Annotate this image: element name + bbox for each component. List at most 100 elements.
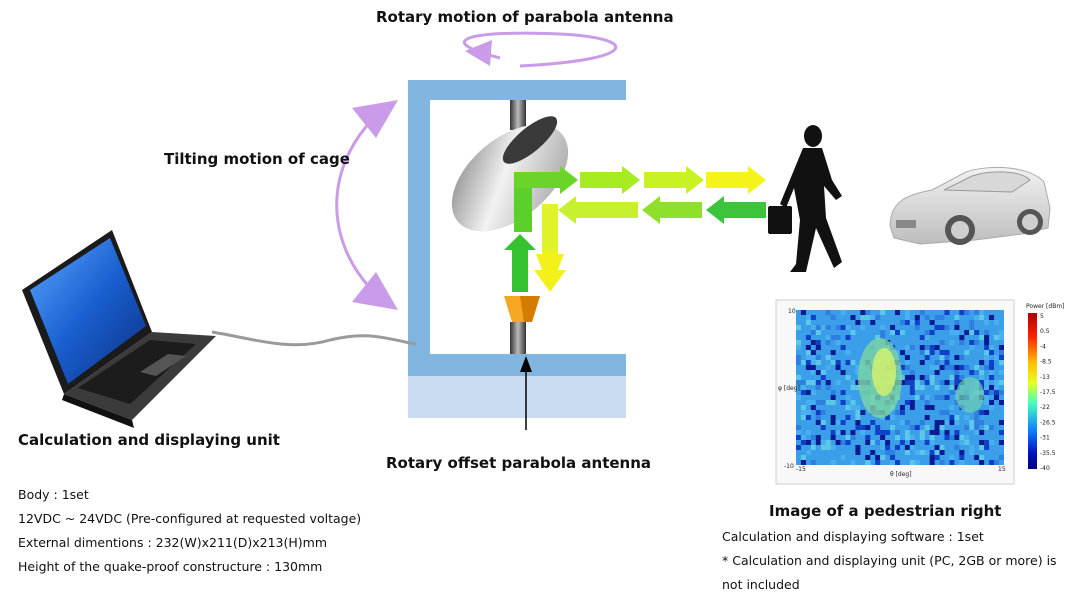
heatmap-cell [840, 370, 846, 375]
heatmap-cell [909, 445, 915, 450]
heatmap-cell [845, 360, 851, 365]
heatmap-cell [800, 310, 806, 315]
colorbar-tick-label: -8.5 [1040, 359, 1052, 366]
heatmap-cell [939, 425, 945, 430]
heatmap-cell [984, 350, 990, 355]
heatmap-cell [939, 340, 945, 345]
x-right-tick: 15 [998, 466, 1006, 473]
heatmap-cell [805, 450, 811, 455]
heatmap-cell [850, 400, 856, 405]
heatmap-cell [919, 335, 925, 340]
heatmap-cell [929, 455, 935, 460]
heatmap-cell [989, 425, 995, 430]
heatmap-cell [810, 445, 816, 450]
heatmap-cell [825, 310, 831, 315]
heatmap-cell [875, 455, 881, 460]
heatmap-cell [924, 400, 930, 405]
heatmap-cell [924, 330, 930, 335]
heatmap-cell [949, 405, 955, 410]
heatmap-cell [919, 420, 925, 425]
heatmap-cell [909, 425, 915, 430]
heatmap-cell [825, 365, 831, 370]
spec-right-line: * Calculation and displaying unit (PC, 2… [722, 553, 1057, 568]
heatmap-cell [880, 330, 886, 335]
heatmap-cell [989, 350, 995, 355]
heatmap-cell [929, 380, 935, 385]
heatmap-cell [904, 435, 910, 440]
heatmap-cell [875, 425, 881, 430]
heatmap-cell [825, 340, 831, 345]
heatmap-cell [954, 370, 960, 375]
laptop-cable [211, 330, 417, 347]
heatmap-cell [855, 410, 861, 415]
heatmap-cell [949, 415, 955, 420]
heatmap-cell [805, 350, 811, 355]
heatmap-cell [954, 420, 960, 425]
heatmap-cell [954, 380, 960, 385]
heatmap-cell [830, 445, 836, 450]
heatmap-cell [880, 445, 886, 450]
heatmap-cell [880, 440, 886, 445]
heatmap-cell [954, 415, 960, 420]
heatmap-cell [944, 420, 950, 425]
heatmap-cell [984, 390, 990, 395]
heatmap-cell [939, 365, 945, 370]
heatmap-cell [969, 445, 975, 450]
heatmap-cell [796, 430, 801, 435]
heatmap-cell [885, 450, 891, 455]
heatmap-cell [835, 335, 841, 340]
heatmap-cell [825, 355, 831, 360]
heatmap-cell [989, 370, 995, 375]
heatmap-cell [796, 435, 801, 440]
heatmap-cell [880, 335, 886, 340]
heatmap-cell [914, 320, 920, 325]
heatmap-cell [830, 430, 836, 435]
heatmap-cell [840, 420, 846, 425]
spec-left-line: Height of the quake-proof constructure :… [18, 559, 323, 574]
heatmap-cell [805, 410, 811, 415]
heatmap-cell [964, 330, 970, 335]
heatmap-cell [850, 385, 856, 390]
heatmap-cell [954, 365, 960, 370]
heatmap-cell [964, 365, 970, 370]
heatmap-cell [944, 355, 950, 360]
heatmap-cell [974, 310, 980, 315]
heatmap-cell [998, 355, 1004, 360]
heatmap-cell [949, 375, 955, 380]
heatmap-cell [979, 370, 985, 375]
heatmap-cell [984, 380, 990, 385]
calc-unit-label: Calculation and displaying unit [18, 431, 280, 449]
heatmap-cell [855, 320, 861, 325]
heatmap-cell [880, 455, 886, 460]
colorbar-tick-label: -31 [1040, 435, 1050, 442]
heatmap-cell [899, 330, 905, 335]
heatmap-cell [805, 320, 811, 325]
heatmap-cell [994, 385, 999, 390]
heatmap-cell [939, 445, 945, 450]
heatmap-cell [845, 325, 851, 330]
heatmap-cell [840, 325, 846, 330]
heatmap-cell [870, 320, 876, 325]
heatmap-cell [805, 365, 811, 370]
heatmap-cell [964, 440, 970, 445]
y-top-tick: 10 [788, 308, 796, 315]
tilting-motion-arrow [335, 100, 398, 310]
heatmap-cell [830, 350, 836, 355]
heatmap-cell [959, 355, 965, 360]
heatmap-cell [800, 385, 806, 390]
heatmap-cell [810, 405, 816, 410]
heatmap-cell [855, 450, 861, 455]
heatmap-cell [949, 435, 955, 440]
heatmap-cell [959, 460, 965, 465]
heatmap-cell [810, 370, 816, 375]
heatmap-cell [815, 410, 821, 415]
heatmap-cell [845, 395, 851, 400]
heatmap-cell [989, 365, 995, 370]
heatmap-cell [899, 320, 905, 325]
heatmap-cell [805, 315, 811, 320]
heatmap-cell [944, 360, 950, 365]
bottom-pole [510, 322, 526, 354]
heatmap-cell [998, 345, 1004, 350]
heatmap-cell [815, 330, 821, 335]
